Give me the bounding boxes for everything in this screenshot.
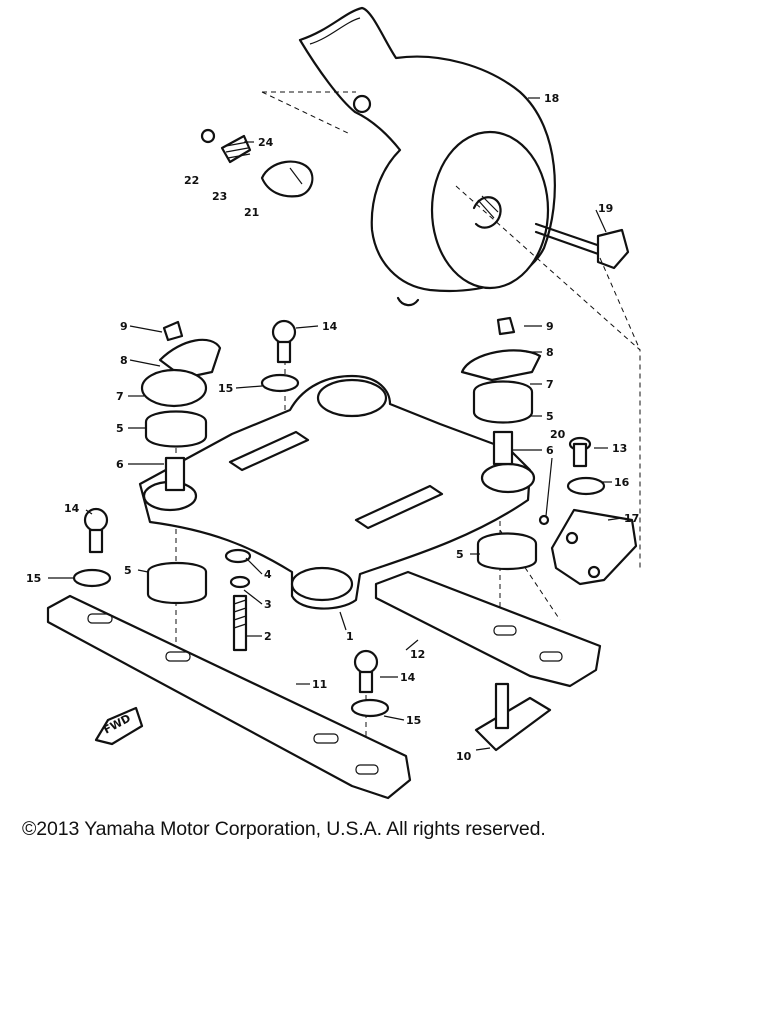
callout-14-bottom: 14 xyxy=(400,671,416,684)
callout-12: 12 xyxy=(410,648,425,661)
callout-3: 3 xyxy=(264,598,272,611)
fwd-arrow: FWD xyxy=(94,706,144,746)
callout-21: 21 xyxy=(244,206,259,219)
bracket-10 xyxy=(474,682,552,752)
callout-8-left: 8 xyxy=(120,354,128,367)
callout-7-right: 7 xyxy=(546,378,554,391)
knob-assembly xyxy=(200,128,314,198)
callout-5-upper-left: 5 xyxy=(116,422,124,435)
parts-diagram: FWD 18 19 xyxy=(26,6,641,800)
callout-10: 10 xyxy=(456,750,472,763)
callout-24: 24 xyxy=(258,136,274,149)
callout-20: 20 xyxy=(550,428,566,441)
callout-5-upper-right: 5 xyxy=(546,410,554,423)
callout-labels: 18 19 24 22 23 21 9 8 7 5 6 14 15 9 8 7 … xyxy=(26,92,639,763)
callout-9-right: 9 xyxy=(546,320,554,333)
callout-15-left: 15 xyxy=(26,572,41,585)
callout-22: 22 xyxy=(184,174,199,187)
callout-14-left: 14 xyxy=(64,502,80,515)
callout-5-lower-left: 5 xyxy=(124,564,132,577)
bolts-14 xyxy=(72,319,390,718)
cover-18 xyxy=(298,6,556,307)
callout-19: 19 xyxy=(598,202,613,215)
bolt-2 xyxy=(224,548,252,652)
callout-9-left: 9 xyxy=(120,320,128,333)
callout-13: 13 xyxy=(612,442,627,455)
callout-1: 1 xyxy=(346,630,354,643)
callout-leaders xyxy=(48,97,623,751)
callout-7-left: 7 xyxy=(116,390,124,403)
callout-18: 18 xyxy=(544,92,559,105)
callout-2: 2 xyxy=(264,630,272,643)
callout-5-lower-right: 5 xyxy=(456,548,464,561)
copyright-notice: ©2013 Yamaha Motor Corporation, U.S.A. A… xyxy=(22,818,546,840)
callout-15-top: 15 xyxy=(218,382,233,395)
frame-1 xyxy=(138,374,536,610)
right-mount-stack xyxy=(460,316,606,571)
bracket-17 xyxy=(538,508,638,586)
callout-6-left: 6 xyxy=(116,458,124,471)
callout-4: 4 xyxy=(264,568,272,581)
callout-6-right: 6 xyxy=(546,444,554,457)
callout-14-top: 14 xyxy=(322,320,338,333)
callout-8-right: 8 xyxy=(546,346,554,359)
pin-19 xyxy=(534,222,630,270)
callout-17: 17 xyxy=(624,512,639,525)
callout-16: 16 xyxy=(614,476,630,489)
left-mount-stack xyxy=(140,320,222,605)
callout-15-bottom: 15 xyxy=(406,714,421,727)
plate-11 xyxy=(46,594,412,800)
callout-23: 23 xyxy=(212,190,227,203)
callout-11: 11 xyxy=(312,678,327,691)
plate-12 xyxy=(374,570,602,688)
